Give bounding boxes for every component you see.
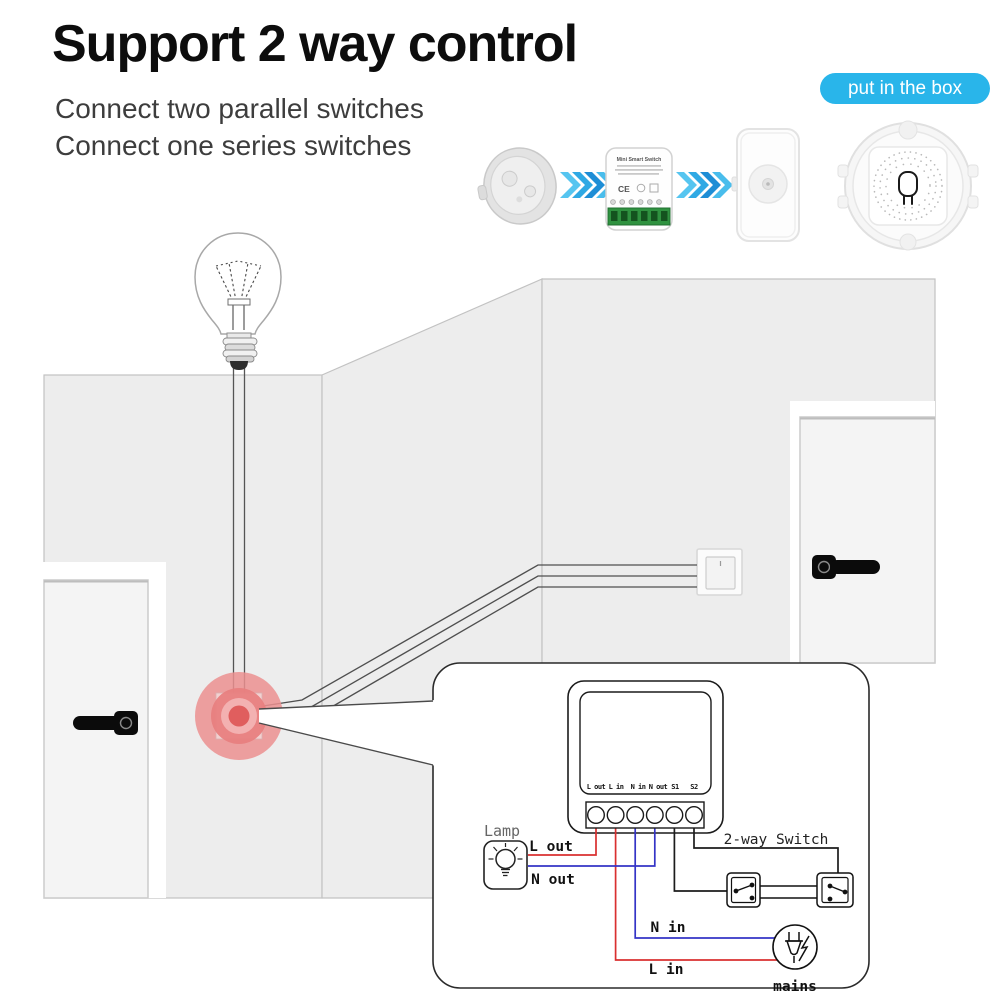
mini-switch-screws [610, 199, 662, 205]
wire-n-out [528, 818, 656, 867]
l-in-label: L in [649, 962, 684, 978]
bulb-glass [194, 232, 282, 335]
terminal-label-lin: L in [609, 783, 624, 791]
left-door-handle-icon [73, 711, 138, 735]
terminal-label-nin: N in [631, 783, 646, 791]
terminal-label-nout: N out [649, 783, 668, 791]
right-door-panel [799, 416, 936, 664]
flush-mount-box-icon [477, 147, 557, 225]
mini-smart-switch-icon: Mini Smart Switch CE [605, 147, 673, 231]
terminal-label-s1: S1 [671, 783, 679, 791]
junction-highlight [195, 672, 283, 760]
two-way-switch-label: 2-way Switch [724, 832, 829, 848]
product-steps: Mini Smart Switch CE [477, 120, 979, 251]
subtitle-line-2: Connect one series switches [55, 130, 412, 161]
traveller-wires [760, 885, 817, 899]
terminal-n-in [626, 806, 645, 825]
wiring-diagram-callout: L out L in N in N out S1 S2 [258, 662, 870, 995]
terminal-n-out [645, 806, 664, 825]
page-title: Support 2 way control [52, 15, 578, 73]
switch-signal-wires [673, 818, 839, 892]
module-speaker-dots [873, 151, 943, 221]
lamp-bulb-icon [488, 843, 523, 877]
page-subtitle: Connect two parallel switches Connect on… [55, 90, 424, 164]
callout-wedge [259, 700, 436, 766]
bulb-base [222, 332, 258, 370]
switch-wire-1 [262, 564, 697, 707]
terminal-label-lout: L out [587, 783, 606, 791]
terminal-l-out [587, 806, 606, 825]
right-door-handle-icon [812, 555, 880, 579]
plug-glyph-icon [898, 171, 918, 205]
l-out-label: L out [529, 839, 573, 855]
left-door [43, 562, 166, 899]
two-way-switch-1 [726, 872, 761, 908]
lamp-label: Lamp [484, 822, 520, 840]
highlight-center-dot [228, 705, 250, 727]
wire-n-in [634, 818, 777, 939]
terminal-l-in [606, 806, 625, 825]
bulb-wires [232, 366, 246, 708]
terminal-s1 [665, 806, 684, 825]
arrow-chevrons-icon [676, 172, 733, 198]
wall-switch [696, 548, 743, 596]
mains-symbol: mains [772, 924, 818, 995]
two-way-switch-2 [816, 872, 854, 908]
wire-s2 [693, 818, 839, 873]
wire-s1 [673, 818, 727, 892]
lamp-symbol: Lamp [483, 822, 528, 890]
subtitle-line-1: Connect two parallel switches [55, 93, 424, 124]
round-box-with-module-icon [837, 120, 979, 251]
wire-l-out [528, 818, 597, 856]
mains-label: mains [773, 979, 817, 995]
neutral-wires [528, 818, 777, 939]
n-out-label: N out [531, 872, 575, 888]
put-in-the-box-badge: put in the box [820, 73, 990, 104]
wall-switch-rocker [705, 556, 736, 590]
bulb-filament [215, 260, 262, 330]
wall-plate-icon [731, 128, 800, 242]
terminal-labels: L out L in N in N out S1 S2 [587, 783, 699, 791]
n-in-label: N in [651, 920, 686, 936]
left-door-panel [43, 579, 149, 899]
mains-plug-icon [785, 932, 810, 963]
diagram-module: L out L in N in N out S1 S2 [567, 680, 724, 834]
terminal-s2 [685, 806, 704, 825]
terminal-strip [585, 801, 705, 829]
terminal-label-s2: S2 [690, 783, 698, 791]
light-bulb-icon [194, 232, 282, 370]
ce-mark: CE [618, 184, 630, 194]
right-door [790, 401, 936, 664]
mini-switch-label: Mini Smart Switch [617, 157, 662, 163]
